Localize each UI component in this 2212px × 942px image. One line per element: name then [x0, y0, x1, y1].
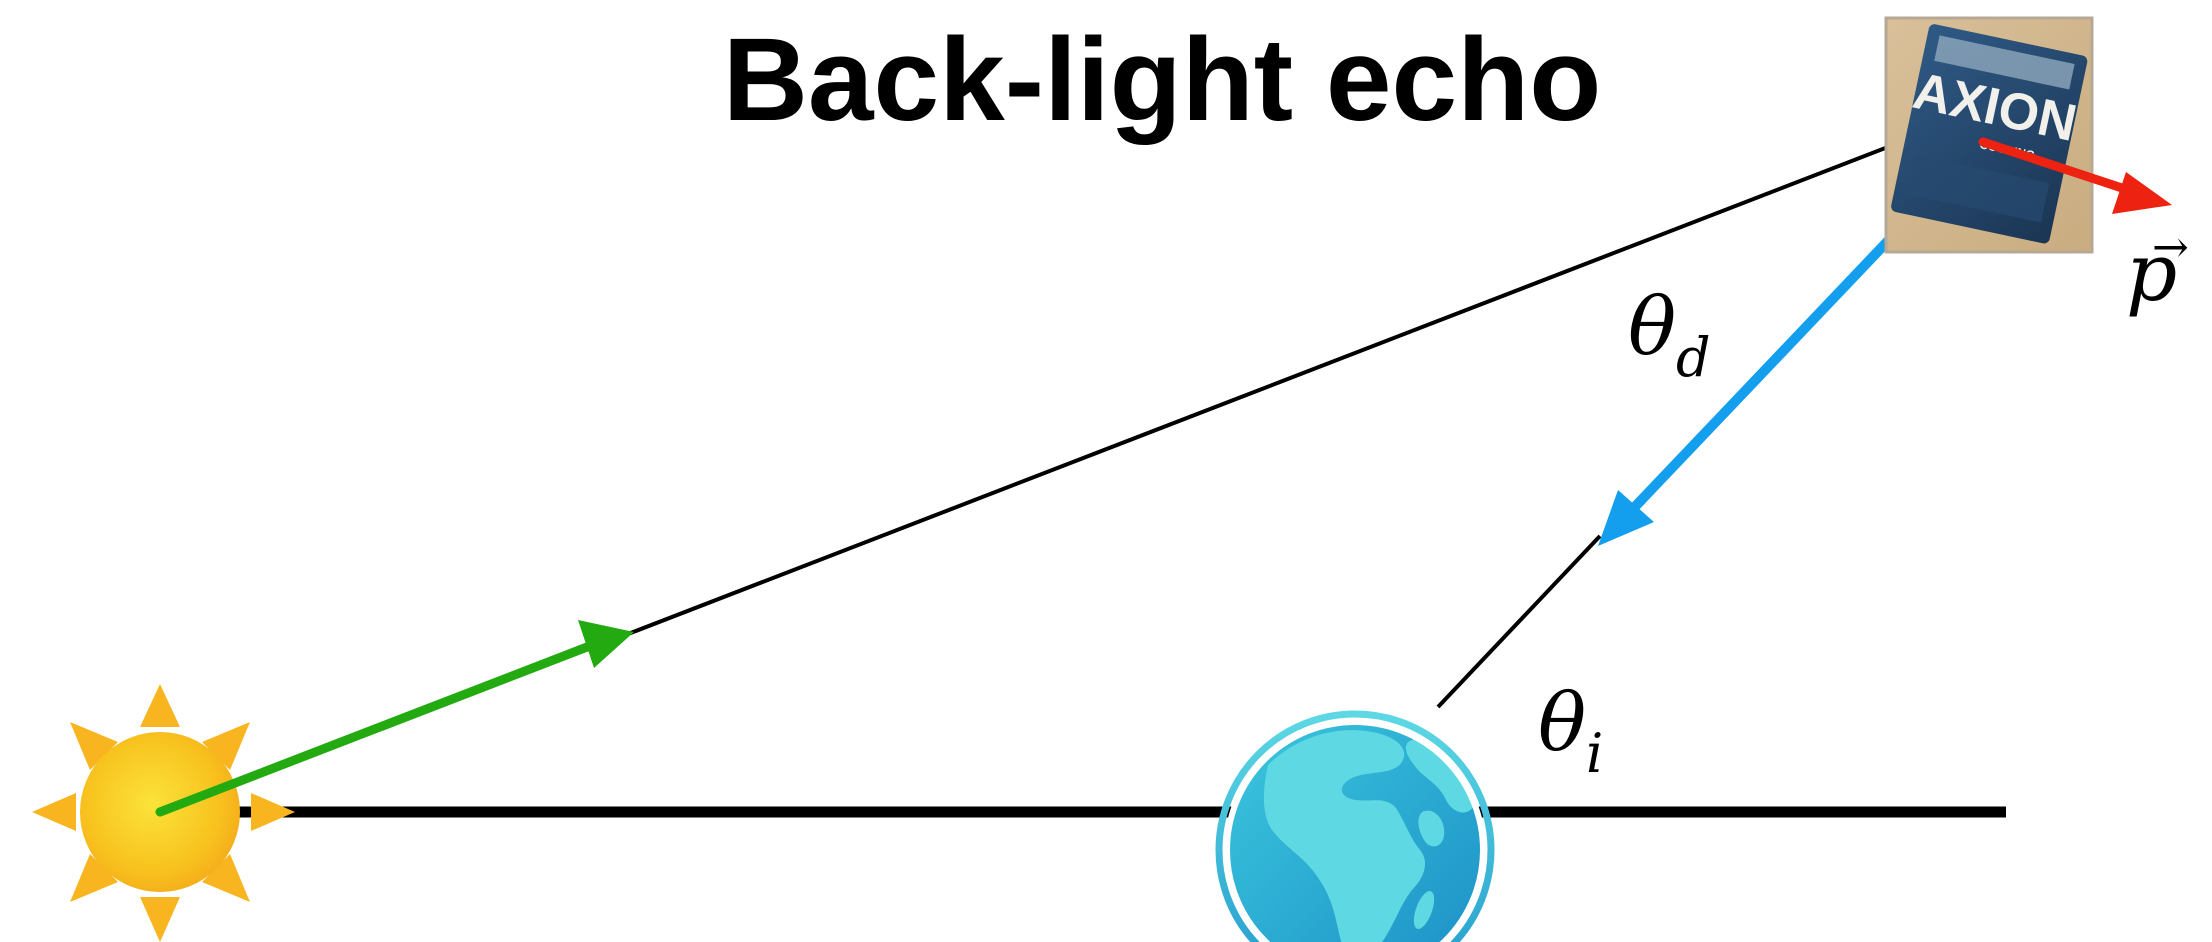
- theta-d-label: θ d: [1628, 280, 1711, 389]
- theta-d-subscript: d: [1676, 326, 1711, 389]
- momentum-vector-arrow: →: [2152, 222, 2189, 273]
- theta-d-symbol: θ: [1628, 280, 1676, 373]
- theta-i-subscript: i: [1586, 722, 1603, 785]
- momentum-label: p →: [2126, 222, 2189, 319]
- theta-i-label: θ i: [1538, 676, 1603, 785]
- incoming-light-arrow: [160, 620, 634, 812]
- axion-package-icon: AXION COOLING: [1886, 18, 2092, 252]
- earth-icon: [1219, 714, 1491, 942]
- page-title: Back-light echo: [723, 14, 1602, 146]
- theta-i-symbol: θ: [1538, 676, 1586, 769]
